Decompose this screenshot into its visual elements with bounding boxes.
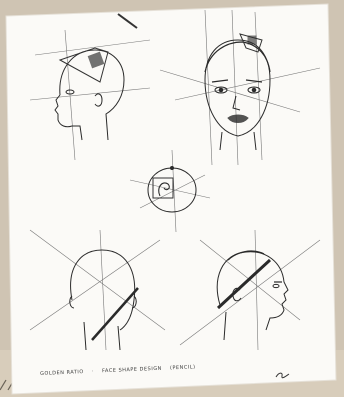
caption-part: GOLDEN RATIO	[40, 369, 84, 377]
paper-sheet	[6, 4, 336, 394]
caption-part: (PENCIL)	[170, 364, 196, 371]
caption-part: FACE SHAPE DESIGN	[102, 366, 162, 375]
caption-part: ·	[92, 369, 94, 375]
